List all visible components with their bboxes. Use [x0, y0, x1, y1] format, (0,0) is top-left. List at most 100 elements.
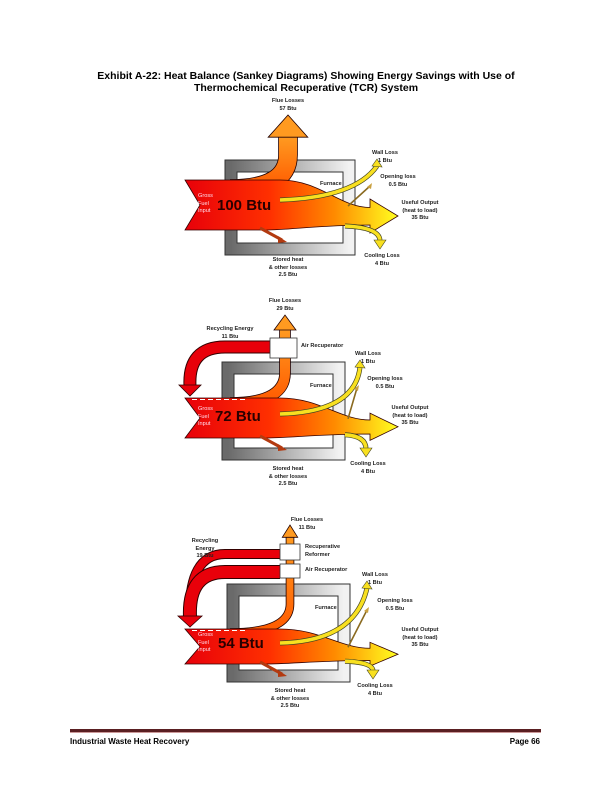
gross-fuel-input-label-line: Fuel	[198, 639, 209, 646]
opening-loss-label-line: 0.5 Btu	[385, 605, 405, 612]
air-recuperator-label-line: Air Recuperator	[301, 343, 344, 349]
cooling-loss-label-line: 4 Btu	[375, 260, 389, 267]
cooling-loss-label-line: 4 Btu	[361, 468, 375, 475]
furnace-label-line: Furnace	[320, 181, 342, 187]
stored-heat-label-line: Stored heat	[274, 688, 306, 694]
total-input-value: 54 Btu	[218, 635, 264, 652]
furnace-label-line: Furnace	[310, 383, 332, 389]
cooling-loss-label-line: Cooling Loss	[350, 461, 386, 467]
wall-loss-label-line: 1 Btu	[368, 579, 382, 586]
stored-heat-label-line: 2.5 Btu	[280, 703, 300, 709]
recuperative-reformer-label-line: Reformer	[305, 551, 330, 558]
cooling-loss-label-line: Cooling Loss	[364, 253, 400, 259]
exhibit-title-line-2: Thermochemical Recuperative (TCR) System	[193, 82, 419, 94]
furnace-label: Furnace	[315, 605, 337, 613]
useful-output-label-line: Useful Output	[401, 627, 439, 633]
exhibit-title-line-1: Exhibit A-22: Heat Balance (Sankey Diagr…	[97, 70, 515, 82]
wall-loss-label-line: Wall Loss	[355, 351, 381, 357]
recuperative-reformer-label-line: Recuperative	[305, 544, 341, 550]
useful-output-label-line: 35 Btu	[411, 642, 429, 648]
gross-fuel-input-label-line: Input	[198, 647, 211, 653]
flue-losses-label-line: Flue Losses	[271, 98, 305, 104]
useful-output-label-line: (heat to load)	[402, 634, 438, 641]
footer-page-number: Page 66	[509, 737, 540, 746]
opening-loss-label-line: Opening loss	[377, 598, 413, 604]
air-recuperator-label: Air Recuperator	[305, 567, 347, 575]
useful-output-label-line: Useful Output	[401, 200, 439, 206]
stored-heat-label-line: 2.5 Btu	[278, 481, 298, 487]
flue-losses-label-line: 29 Btu	[276, 305, 294, 312]
flue-losses-label-line: 57 Btu	[279, 105, 297, 112]
footer-rule	[70, 729, 541, 733]
wall-loss-label-line: 1 Btu	[361, 358, 375, 365]
recycling-energy-label-line: 11 Btu	[221, 333, 239, 340]
useful-output-label-line: (heat to load)	[392, 412, 428, 419]
cooling-loss-label-line: 4 Btu	[368, 690, 382, 697]
opening-loss-arrow	[347, 185, 371, 207]
wall-loss-label-line: 1 Btu	[378, 157, 392, 164]
gross-fuel-input-label-line: Input	[198, 421, 211, 427]
opening-loss-label-line: Opening loss	[380, 174, 416, 180]
opening-loss-label-line: 0.5 Btu	[375, 383, 395, 390]
furnace-label: Furnace	[310, 383, 332, 391]
recuperator-box	[279, 543, 301, 561]
sankey-graphic	[176, 524, 400, 683]
total-input-value: 100 Btu	[217, 197, 272, 214]
cooling-loss-label-line: Cooling Loss	[357, 683, 393, 689]
footer-document-title: Industrial Waste Heat Recovery	[70, 737, 190, 746]
total-input-value: 72 Btu	[215, 408, 261, 425]
flue-losses-label-line: 11 Btu	[298, 524, 316, 531]
recycling-energy-label-line: 19 Btu	[196, 553, 214, 559]
gross-fuel-input-label-line: Fuel	[198, 200, 209, 207]
stored-heat-label-line: & other losses	[270, 695, 310, 702]
recycling-energy-label-line: Energy	[195, 545, 215, 552]
stored-heat-label-line: & other losses	[268, 264, 308, 271]
recuperator-box	[279, 563, 301, 579]
gross-fuel-input-label-line: Gross	[198, 632, 213, 638]
stored-heat-label-line: Stored heat	[272, 466, 304, 472]
stored-heat-label-line: & other losses	[268, 473, 308, 480]
useful-output-label-line: 35 Btu	[411, 215, 429, 221]
wall-loss-label-line: Wall Loss	[362, 572, 388, 578]
gross-fuel-input-label-line: Fuel	[198, 413, 209, 420]
sankey-graphic	[178, 314, 399, 461]
opening-loss-label-line: Opening loss	[367, 376, 403, 382]
recycling-energy-label-line: Recycling Energy	[206, 326, 254, 332]
useful-output-label: Useful Output(heat to load)35 Btu	[402, 200, 439, 223]
opening-loss-arrow	[347, 609, 368, 648]
useful-output-label: Useful Output(heat to load)35 Btu	[392, 405, 429, 428]
opening-loss-arrow	[347, 387, 358, 420]
furnace-label: Furnace	[320, 181, 342, 189]
gross-fuel-input-label-line: Gross	[198, 193, 213, 199]
gross-fuel-input-band	[184, 628, 400, 667]
gross-fuel-input-label-line: Gross	[198, 406, 213, 412]
furnace-label-line: Furnace	[315, 605, 337, 611]
air-recuperator-label: Air Recuperator	[301, 343, 343, 351]
recycling-energy-label-line: Recycling	[191, 538, 219, 544]
gross-fuel-input-band	[184, 179, 399, 234]
flue-losses-label-line: Flue Losses	[268, 298, 302, 304]
gross-fuel-input-label-line: Input	[198, 208, 211, 214]
opening-loss-label-line: 0.5 Btu	[388, 181, 408, 188]
wall-loss-label-line: Wall Loss	[372, 150, 398, 156]
